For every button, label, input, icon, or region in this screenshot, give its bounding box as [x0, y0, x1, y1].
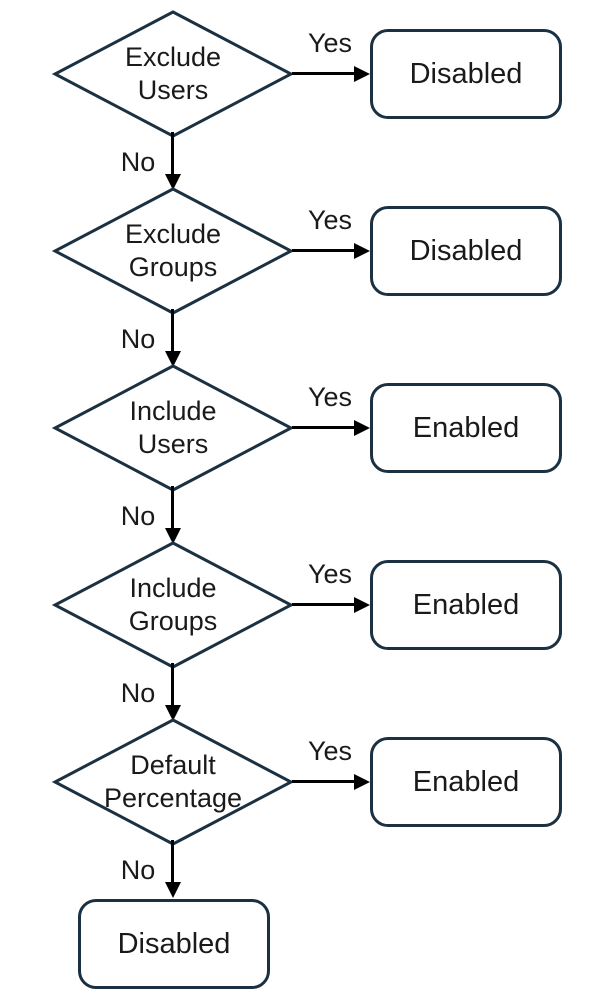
no-edge-label: No: [120, 324, 156, 354]
yes-edge-label: Yes: [307, 205, 353, 235]
no-edge-label: No: [120, 147, 156, 177]
no-arrowhead-icon: [165, 528, 181, 544]
no-arrowhead-icon: [165, 705, 181, 721]
no-arrow-line: [171, 486, 174, 530]
yes-edge-label: Yes: [307, 382, 353, 412]
no-arrowhead-icon: [165, 351, 181, 367]
yes-arrowhead-icon: [354, 420, 370, 436]
yes-arrowhead-icon: [354, 597, 370, 613]
yes-arrow-line: [292, 72, 356, 75]
no-arrow-line: [171, 840, 174, 884]
decision-label: Exclude Users: [124, 42, 222, 105]
no-arrow-line: [171, 132, 174, 176]
flow-row-exclude-users: Exclude Users Yes Disabled No: [0, 10, 611, 190]
decision-label: Include Groups: [128, 573, 218, 636]
yes-arrow-line: [292, 249, 356, 252]
outcome-label: Disabled: [409, 57, 523, 90]
decision-label: Include Users: [129, 396, 217, 459]
outcome-box: Disabled: [370, 29, 562, 119]
flow-row-default-percentage: Default Percentage Yes Enabled No: [0, 718, 611, 898]
yes-edge-label: Yes: [307, 736, 353, 766]
outcome-label: Enabled: [412, 765, 520, 798]
no-edge-label: No: [120, 501, 156, 531]
no-arrow-line: [171, 309, 174, 353]
no-arrowhead-icon: [165, 174, 181, 190]
decision-label: Exclude Groups: [124, 219, 222, 282]
outcome-label: Enabled: [412, 411, 520, 444]
outcome-label: Disabled: [409, 234, 523, 267]
yes-arrow-line: [292, 426, 356, 429]
yes-arrow-line: [292, 780, 356, 783]
decision-label: Default Percentage: [103, 750, 243, 813]
no-arrowhead-icon: [165, 882, 181, 898]
final-outcome-box: Disabled: [78, 899, 270, 989]
no-arrow-line: [171, 663, 174, 707]
flow-row-exclude-groups: Exclude Groups Yes Disabled No: [0, 187, 611, 367]
flow-row-include-groups: Include Groups Yes Enabled No: [0, 541, 611, 721]
flow-row-include-users: Include Users Yes Enabled No: [0, 364, 611, 544]
outcome-box: Enabled: [370, 737, 562, 827]
yes-edge-label: Yes: [307, 28, 353, 58]
final-outcome-label: Disabled: [117, 927, 231, 960]
outcome-box: Enabled: [370, 560, 562, 650]
yes-arrowhead-icon: [354, 774, 370, 790]
outcome-box: Disabled: [370, 206, 562, 296]
yes-arrow-line: [292, 603, 356, 606]
no-edge-label: No: [120, 678, 156, 708]
outcome-label: Enabled: [412, 588, 520, 621]
yes-arrowhead-icon: [354, 243, 370, 259]
yes-edge-label: Yes: [307, 559, 353, 589]
outcome-box: Enabled: [370, 383, 562, 473]
yes-arrowhead-icon: [354, 66, 370, 82]
no-edge-label: No: [120, 855, 156, 885]
